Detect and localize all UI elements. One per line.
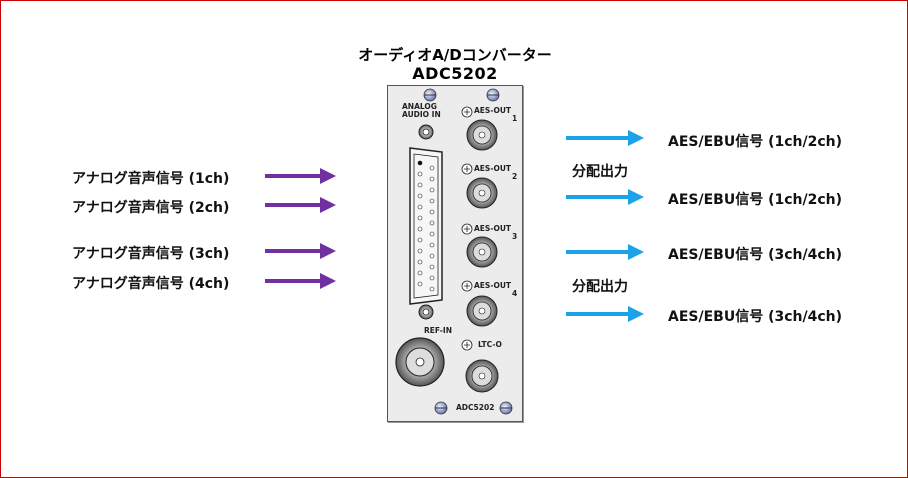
dsub-screw-icon: [418, 304, 434, 320]
panel-label-aes-num-4: 4: [512, 289, 518, 298]
panel-label-aes-out-2: AES-OUT: [474, 164, 512, 173]
screw-top-right-icon: [486, 88, 500, 102]
output-label-4: AES/EBU信号 (3ch/4ch): [668, 309, 842, 325]
panel-label-ref-in: REF-IN: [424, 326, 452, 335]
panel-label-aes-out-3: AES-OUT: [474, 224, 512, 233]
distribution-label-1: 分配出力: [572, 164, 628, 180]
panel-label-ltc-o: LTC-O: [478, 340, 502, 349]
output-label-3: AES/EBU信号 (3ch/4ch): [668, 247, 842, 263]
screw-top-left-icon: [423, 88, 437, 102]
device-panel: ANALOG AUDIO IN AES-OUT 1 AES-OUT 2 AES-…: [387, 85, 523, 422]
panel-label-analog: ANALOG: [402, 102, 437, 111]
aes-out-2-connector-icon: [461, 163, 498, 209]
input-label-4ch: アナログ音声信号 (4ch): [72, 276, 230, 292]
distribution-label-2: 分配出力: [572, 279, 628, 295]
panel-label-model: ADC5202: [456, 403, 495, 412]
panel-label-aes-out-1: AES-OUT: [474, 106, 512, 115]
panel-graphics: [395, 88, 513, 415]
panel-label-aes-num-1: 1: [512, 114, 518, 123]
panel-label-aes-out-4: AES-OUT: [474, 281, 512, 290]
panel-label-audio-in: AUDIO IN: [402, 110, 441, 119]
panel-label-aes-num-2: 2: [512, 172, 518, 181]
screw-bottom-right-icon: [499, 401, 513, 415]
output-label-2: AES/EBU信号 (1ch/2ch): [668, 192, 842, 208]
device-model-title: ADC5202: [412, 64, 498, 83]
analog-jack-screw-icon: [418, 124, 434, 140]
dsub-25-connector-icon: [409, 147, 443, 305]
input-label-2ch: アナログ音声信号 (2ch): [72, 200, 230, 216]
input-label-3ch: アナログ音声信号 (3ch): [72, 246, 230, 262]
ltc-o-connector-icon: [461, 339, 499, 393]
aes-out-3-connector-icon: [461, 223, 498, 268]
aes-out-1-connector-icon: [461, 106, 498, 151]
screw-bottom-left-icon: [434, 401, 448, 415]
device-title: オーディオA/Dコンバーター: [358, 46, 552, 64]
output-label-1: AES/EBU信号 (1ch/2ch): [668, 134, 842, 150]
input-label-1ch: アナログ音声信号 (1ch): [72, 171, 230, 187]
ref-in-connector-icon: [395, 337, 445, 387]
panel-label-aes-num-3: 3: [512, 232, 518, 241]
aes-out-4-connector-icon: [461, 280, 498, 327]
